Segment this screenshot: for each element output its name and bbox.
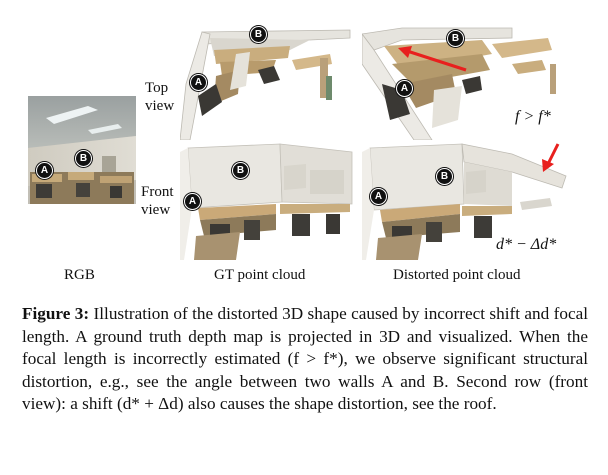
figure-caption: Figure 3: Illustration of the distorted …: [22, 303, 588, 416]
annotation-shift: d* − Δd*: [496, 236, 557, 253]
marker-a-distorted-front: A: [370, 188, 387, 205]
gt-front-view: [180, 142, 354, 260]
marker-a-gt-front: A: [184, 193, 201, 210]
row-label-front: Front view: [141, 184, 174, 218]
row-label-top: Top view: [145, 80, 175, 114]
gt-top-view: [180, 24, 354, 140]
marker-a-rgb: A: [36, 162, 53, 179]
caption-text: Illustration of the distorted 3D shape c…: [22, 304, 588, 414]
annotation-focal: f > f*: [515, 108, 551, 125]
marker-a-distorted-top: A: [396, 80, 413, 97]
marker-b-gt-front: B: [232, 162, 249, 179]
column-label-rgb: RGB: [64, 267, 95, 283]
marker-b-distorted-front: B: [436, 168, 453, 185]
marker-a-gt-top: A: [190, 74, 207, 91]
column-label-distorted: Distorted point cloud: [393, 267, 521, 283]
red-arrow-front: [542, 143, 560, 172]
column-label-gt: GT point cloud: [214, 267, 306, 283]
marker-b-rgb: B: [75, 150, 92, 167]
red-arrow-top: [398, 46, 467, 72]
marker-b-distorted-top: B: [447, 30, 464, 47]
distorted-front-view: [362, 142, 568, 260]
caption-label: Figure 3:: [22, 304, 90, 323]
marker-b-gt-top: B: [250, 26, 267, 43]
